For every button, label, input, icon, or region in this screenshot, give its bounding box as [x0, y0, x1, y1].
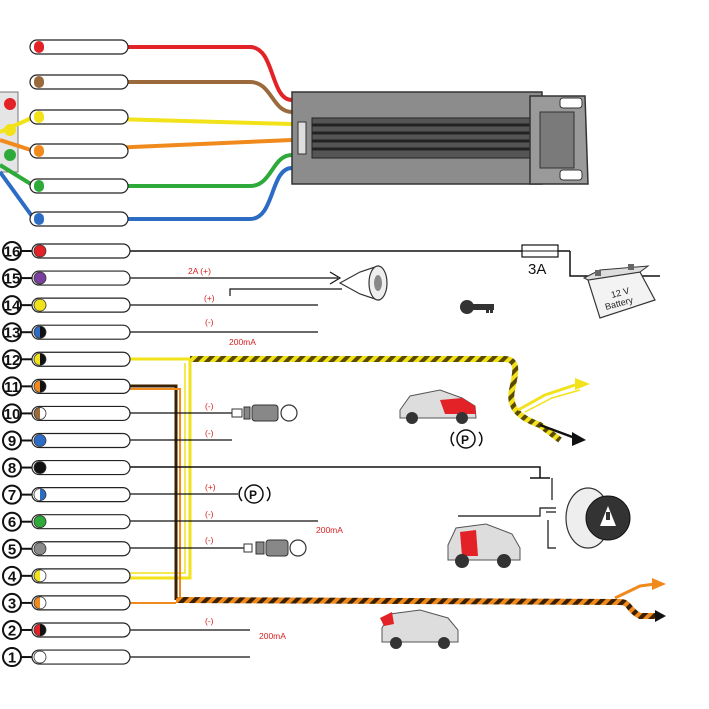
- pin-switch-icon: [244, 540, 306, 556]
- car-door-icon: [448, 524, 520, 568]
- pin-switch-icon: [232, 405, 297, 421]
- pin-number: 12: [4, 352, 21, 369]
- pin-10: 10: [3, 404, 130, 423]
- pin-1: 1: [3, 648, 130, 667]
- pin-number: 6: [8, 514, 16, 531]
- wire-annotations: 2A (+) (+) (-) 200mA (-) (-) (+) (-) 200…: [188, 266, 343, 641]
- pin-number: 5: [8, 541, 16, 558]
- pin-13: 13: [3, 323, 130, 342]
- pin-number: 15: [4, 271, 21, 288]
- top-harness: [0, 40, 588, 226]
- svg-text:P: P: [249, 488, 257, 502]
- wire-label-tag: [32, 569, 130, 583]
- pin-number: 16: [4, 244, 21, 261]
- pin-number: 2: [8, 622, 16, 639]
- wire-label-tag: [32, 515, 130, 529]
- pin-14: 14: [3, 296, 130, 315]
- battery-icon: 12 V Battery: [584, 264, 655, 318]
- wire-label-tag: [32, 488, 130, 502]
- pin-12: 12: [3, 350, 130, 369]
- pin-number: 4: [8, 568, 17, 585]
- key-icon: [460, 300, 494, 314]
- pin-3: 3: [3, 594, 130, 613]
- pin-7: 7: [3, 486, 130, 505]
- fuse: 3A: [522, 245, 558, 278]
- harness-labels: [30, 40, 128, 226]
- pin-number: 3: [8, 595, 16, 612]
- pin-list: 16 15 14 13 12 11 10 9 8 7 6 5 4 3 2 1: [3, 242, 130, 667]
- siren-icon: [340, 266, 387, 300]
- fuse-label: 3A: [528, 261, 546, 278]
- device-wires: [130, 251, 666, 657]
- pin-11: 11: [3, 377, 130, 396]
- pin15-label: 2A (+): [188, 266, 211, 276]
- pin-5: 5: [3, 540, 130, 559]
- pin-16: 16: [3, 242, 130, 261]
- pin-number: 1: [8, 650, 16, 667]
- wire-label-tag: [32, 542, 130, 556]
- parking-brake-icon: P: [239, 485, 270, 503]
- wire-label-tag: [32, 650, 130, 664]
- pin-number: 11: [4, 379, 20, 396]
- wire-label-tag: [32, 623, 130, 637]
- pin-number: 14: [4, 298, 21, 315]
- pin2-label: (-): [205, 616, 214, 626]
- pin2-current: 200mA: [259, 631, 286, 641]
- pin-6: 6: [3, 513, 130, 532]
- pin-9: 9: [3, 431, 130, 450]
- wire-label-tag: [32, 298, 130, 312]
- wire-label-tag: [32, 244, 130, 258]
- pin10-label: (-): [205, 401, 214, 411]
- pin14-label: (+): [204, 293, 215, 303]
- wire-label-tag: [32, 461, 130, 475]
- pin-number: 13: [4, 325, 21, 342]
- pin-2: 2: [3, 621, 130, 640]
- parking-brake-icon: P: [451, 430, 482, 448]
- wire-label-tag: [32, 325, 130, 339]
- car-trunk-icon: [380, 610, 458, 649]
- pin6-label: (-): [205, 509, 214, 519]
- wire-label-tag: [32, 379, 130, 393]
- pin-15: 15: [3, 269, 130, 288]
- pin7-label: (+): [205, 482, 216, 492]
- pin-number: 9: [8, 433, 16, 450]
- pin-4: 4: [3, 567, 130, 586]
- harness-wire-red: [40, 47, 292, 100]
- pin6-current: 200mA: [316, 525, 343, 535]
- pin9-label: (-): [205, 428, 214, 438]
- wire-label-tag: [32, 596, 130, 610]
- wire-label-tag: [32, 352, 130, 366]
- wire-label-tag: [32, 406, 130, 420]
- button-icon: [566, 488, 630, 548]
- pin-number: 10: [4, 406, 21, 423]
- pin-8: 8: [3, 459, 130, 478]
- pin-number: 8: [8, 460, 16, 477]
- wire-label-tag: [32, 433, 130, 447]
- pin13-label: (-): [205, 317, 214, 327]
- pin13-current: 200mA: [229, 337, 256, 347]
- wire-label-tag: [32, 271, 130, 285]
- svg-text:P: P: [461, 433, 469, 447]
- pin5-label: (-): [205, 535, 214, 545]
- car-hood-icon: [400, 390, 476, 424]
- control-module: [292, 92, 588, 184]
- pin-number: 7: [8, 487, 16, 504]
